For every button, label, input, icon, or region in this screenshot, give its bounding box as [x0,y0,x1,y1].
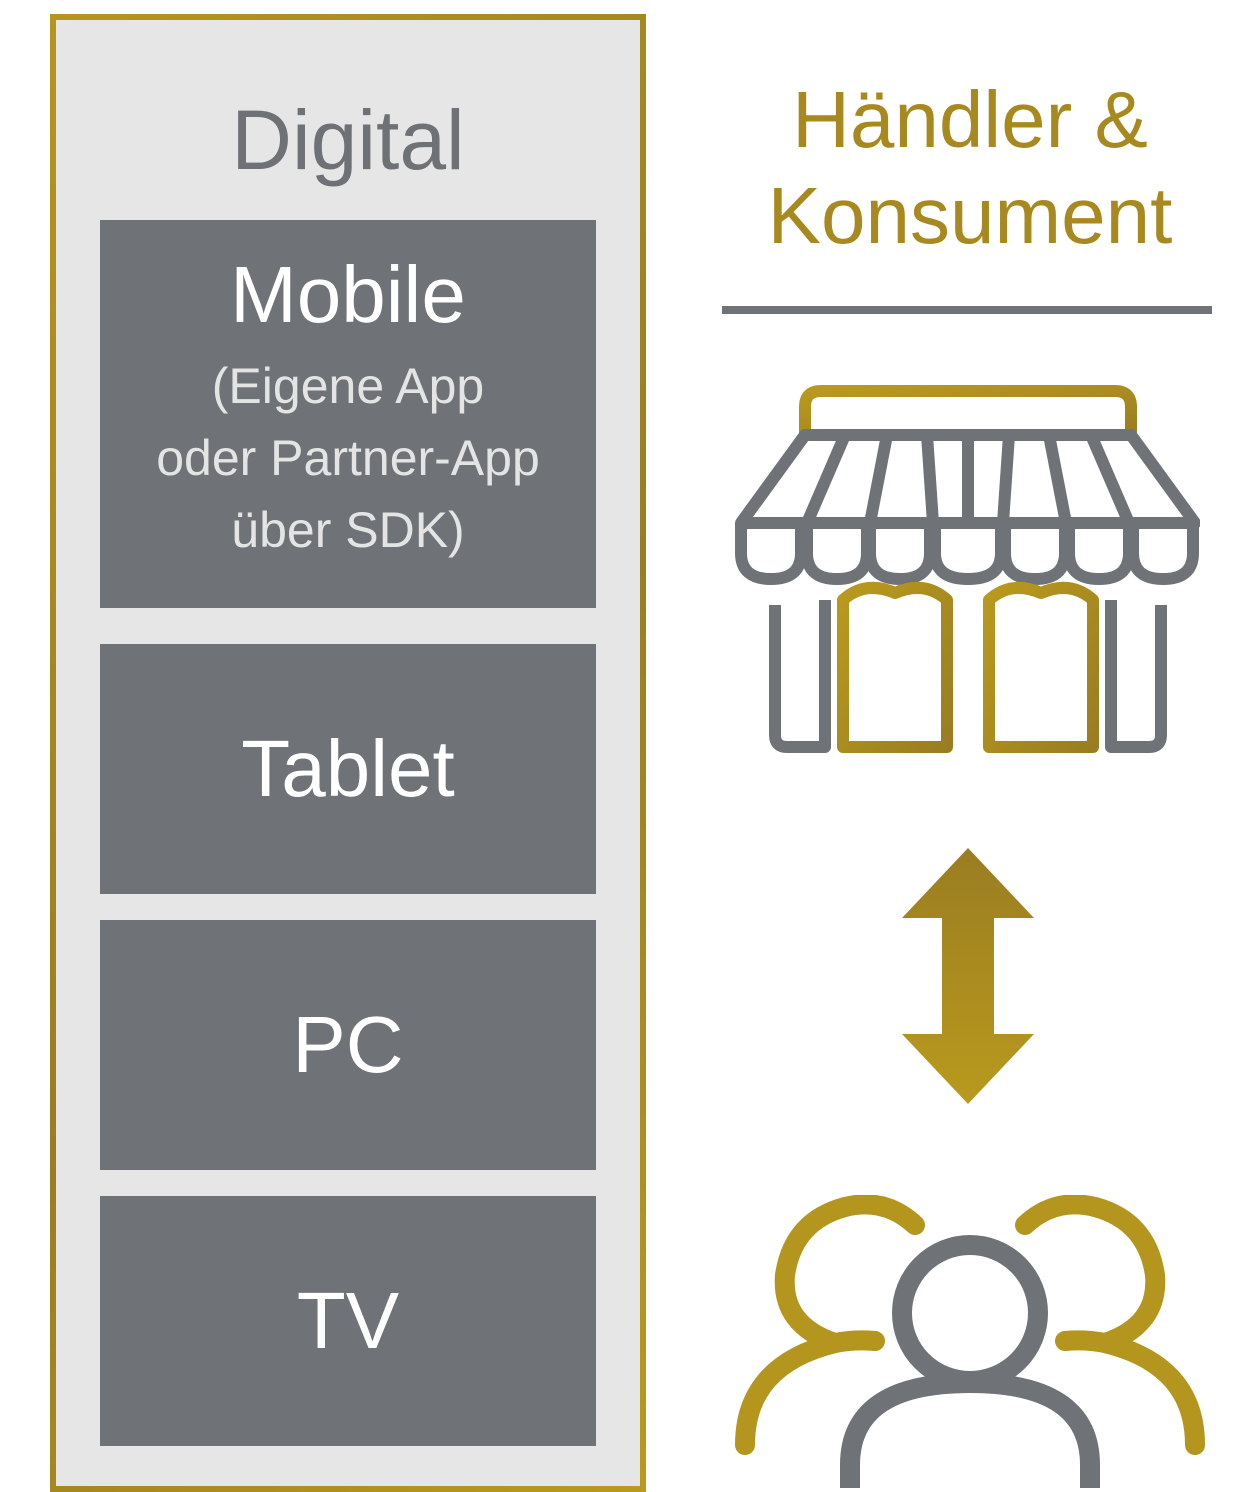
people-group-icon [735,1195,1205,1488]
right-title: Händler & Konsument [690,72,1250,264]
double-arrow-icon [902,848,1034,1104]
mobile-box: Mobile (Eigene App oder Partner-App über… [100,220,596,608]
title-divider [722,306,1212,314]
tv-label: TV [296,1276,400,1365]
tablet-label: Tablet [241,724,455,813]
pc-label: PC [292,1000,404,1089]
storefront-icon [735,385,1200,753]
partial-arc-edge [0,0,30,520]
digital-panel: Digital Mobile (Eigene App oder Partner-… [50,14,646,1492]
panel-title: Digital [231,93,465,187]
right-title-line1: Händler & [792,75,1148,164]
tv-box: TV [100,1196,596,1446]
tablet-box: Tablet [100,644,596,894]
mobile-sublabel: (Eigene App oder Partner-App über SDK) [156,358,540,558]
pc-box: PC [100,920,596,1170]
mobile-label: Mobile [230,250,466,339]
right-title-line2: Konsument [767,171,1173,260]
